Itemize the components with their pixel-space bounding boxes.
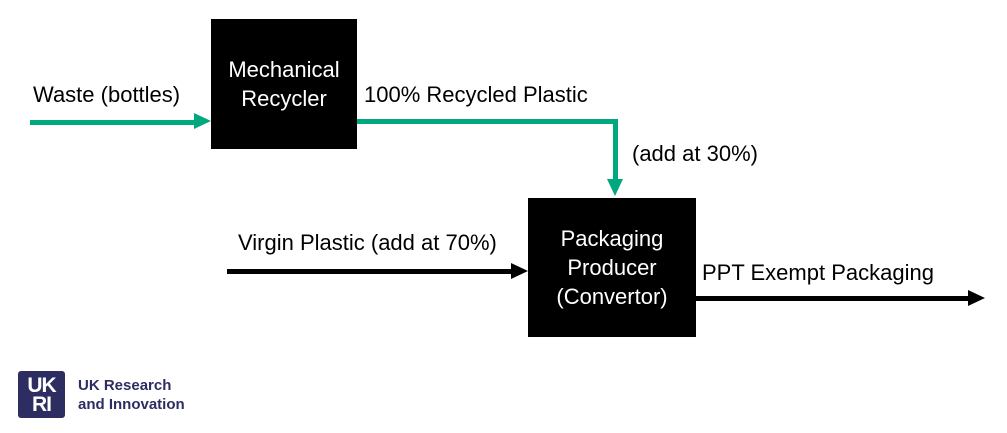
ppt-exempt-packaging-label: PPT Exempt Packaging (702, 260, 934, 285)
virgin-plastic-label: Virgin Plastic (add at 70%) (238, 230, 497, 255)
output-flow-arrow-line (696, 296, 969, 301)
ukri-wordmark-line2: and Innovation (78, 395, 185, 413)
ukri-monogram-line1: UK (27, 373, 56, 397)
waste-bottles-label: Waste (bottles) (33, 82, 181, 107)
ukri-monogram-line2: RI (32, 392, 52, 416)
ukri-wordmark-line1: UK Research (78, 376, 172, 394)
mechanical-recycler-label-line1: Mechanical (228, 57, 340, 82)
recycled-plastic-label: 100% Recycled Plastic (364, 82, 588, 107)
packaging-producer-label-line2: Producer (567, 255, 657, 280)
ukri-logo: UK RI UK Research and Innovation (18, 371, 185, 418)
waste-flow-arrowhead-icon (194, 113, 211, 129)
recycled-flow-arrowhead-icon (607, 179, 623, 196)
packaging-producer-node: Packaging Producer (Convertor) (528, 198, 696, 337)
ukri-wordmark: UK Research and Innovation (78, 376, 185, 414)
output-flow-arrowhead-icon (968, 290, 985, 306)
add-at-30-percent-label: (add at 30%) (632, 141, 758, 166)
virgin-flow-arrowhead-icon (511, 263, 528, 279)
waste-flow-arrow-line (30, 120, 195, 125)
mechanical-recycler-label-line2: Recycler (241, 86, 327, 111)
recycled-flow-horizontal-line (357, 119, 618, 124)
mechanical-recycler-node: Mechanical Recycler (211, 19, 357, 149)
recycled-flow-vertical-line (613, 119, 618, 180)
packaging-producer-label-line1: Packaging (560, 226, 664, 251)
ukri-logo-icon: UK RI (18, 371, 65, 418)
virgin-flow-arrow-line (227, 269, 512, 274)
packaging-producer-label-line3: (Convertor) (556, 284, 668, 309)
